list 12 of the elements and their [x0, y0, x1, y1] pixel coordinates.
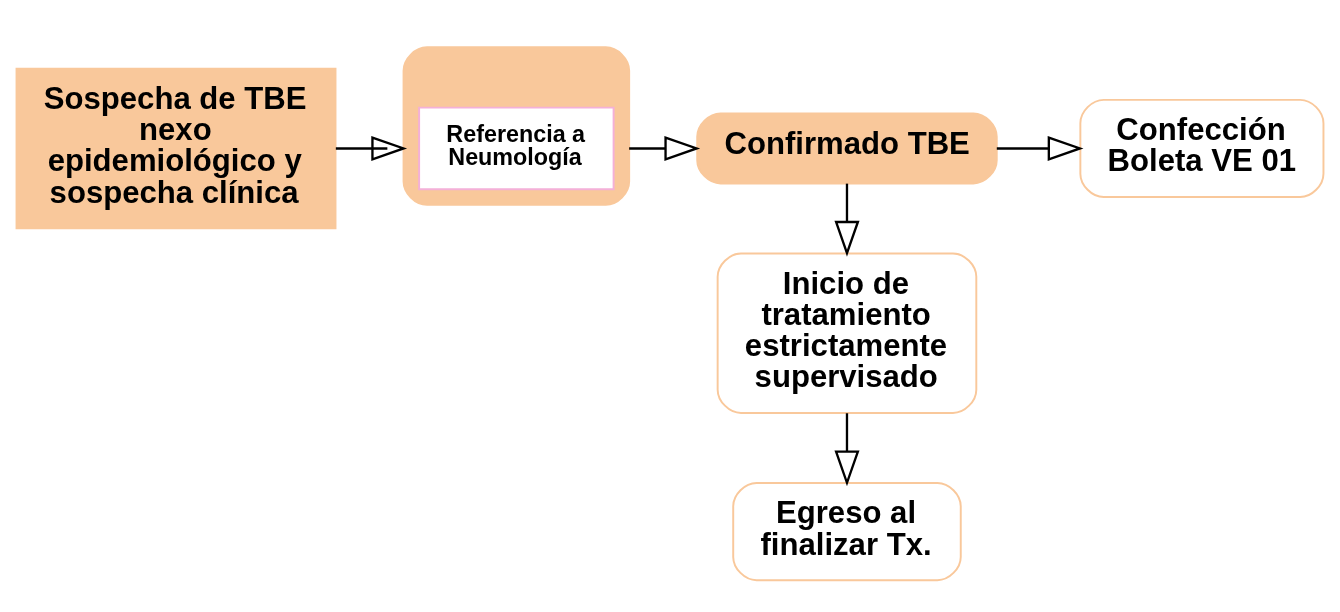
- node-box: Referencia a Neumología: [418, 106, 615, 191]
- arrow: [629, 135, 701, 161]
- node-box: Confección Boleta VE 01: [1079, 98, 1325, 199]
- node-box: Inicio de tratamiento estrictamente supervisado: [716, 252, 978, 414]
- arrow: [335, 135, 408, 161]
- arrow: [996, 135, 1084, 161]
- cluster: [402, 46, 631, 206]
- node-box: Sospecha de TBE nexo epidemiológico y sospecha clínica: [15, 67, 337, 230]
- node-box: Egreso al finalizar Tx.: [732, 482, 962, 582]
- node-box: Confirmado TBE: [696, 112, 998, 185]
- arrow: [834, 183, 860, 257]
- arrow: [834, 413, 860, 487]
